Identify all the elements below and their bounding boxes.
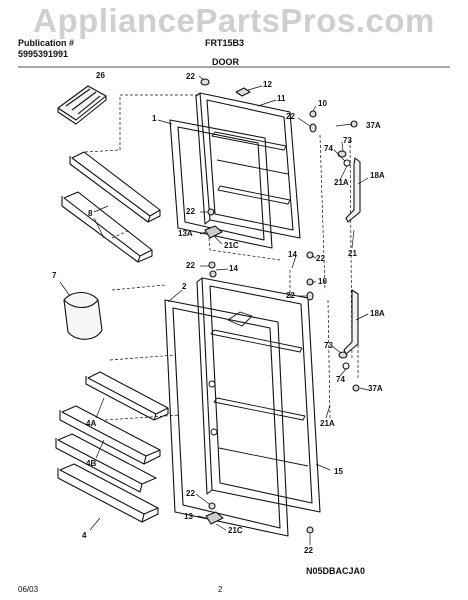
lower-shelf-4b [55, 433, 157, 493]
callout-13a: 13A [178, 229, 193, 238]
callout-4: 4 [82, 531, 87, 540]
callout-11: 11 [277, 94, 286, 103]
upper-handle [345, 157, 361, 223]
model-number: FRT15B3 [205, 38, 245, 48]
callout-15: 15 [334, 467, 343, 476]
lower-gasket [164, 299, 289, 537]
callout-14: 14 [229, 264, 238, 273]
publication-date: 06/03 [18, 585, 39, 594]
callout-22-upper-hinge: 22 [286, 112, 295, 121]
lower-door-liner [196, 277, 321, 513]
callout-7: 7 [52, 271, 57, 280]
publication-number: 5995391991 [18, 49, 69, 59]
section-title: DOOR [212, 57, 239, 67]
callout-21a: 21A [334, 178, 349, 187]
callout-14-right: 14 [288, 250, 297, 259]
lower-shelf-4 [57, 463, 159, 523]
callout-22-lower-top: 22 [186, 261, 195, 270]
callout-74: 74 [324, 144, 333, 153]
diagram-code: N05DBACJA0 [306, 566, 366, 576]
upper-shelf-b [61, 191, 153, 263]
callout-22: 22 [186, 72, 195, 81]
callout-21: 21 [348, 249, 357, 258]
callout-22-bottom: 22 [304, 546, 313, 555]
lower-hinge-hardware [205, 261, 360, 534]
callout-12: 12 [263, 80, 272, 89]
callout-21c: 21C [224, 241, 239, 250]
callout-10: 10 [318, 99, 327, 108]
callout-37a-lower: 37A [368, 384, 383, 393]
callout-26: 26 [96, 71, 105, 80]
page-number: 2 [218, 585, 223, 594]
callout-4b: 4B [86, 459, 97, 468]
callout-4a: 4A [86, 419, 97, 428]
callout-21a-lower: 21A [320, 419, 335, 428]
callout-22-upper-bottom: 22 [186, 207, 195, 216]
callout-13: 13 [184, 512, 193, 521]
publication-label: Publication # [18, 38, 75, 48]
upper-door-liner [195, 92, 301, 239]
butter-bin [63, 291, 103, 340]
callout-74-lower: 74 [336, 375, 345, 384]
callout-8: 8 [88, 209, 93, 218]
watermark: AppliancePartsPros.com [33, 2, 435, 39]
callout-73-lower: 73 [324, 341, 333, 350]
callout-18a-lower: 18A [370, 309, 385, 318]
callout-73: 73 [343, 136, 352, 145]
callout-10-lower: 10 [318, 277, 327, 286]
lower-handle [343, 289, 359, 355]
upper-hinge-hardware [200, 78, 358, 259]
lower-shelf-4a [85, 371, 169, 421]
upper-shelf-a [69, 151, 161, 223]
upper-gasket [169, 119, 273, 249]
callout-22-lower-bottom: 22 [186, 489, 195, 498]
callout-21c-lower: 21C [228, 526, 243, 535]
lower-shelf-4a-b [59, 405, 161, 465]
ice-tray [57, 85, 107, 125]
callout-22-mid: 22 [316, 254, 325, 263]
callout-1: 1 [152, 114, 157, 123]
callout-22-lower-hinge: 22 [286, 291, 295, 300]
callout-37a: 37A [366, 121, 381, 130]
callout-18a: 18A [370, 171, 385, 180]
callout-2: 2 [182, 282, 187, 291]
